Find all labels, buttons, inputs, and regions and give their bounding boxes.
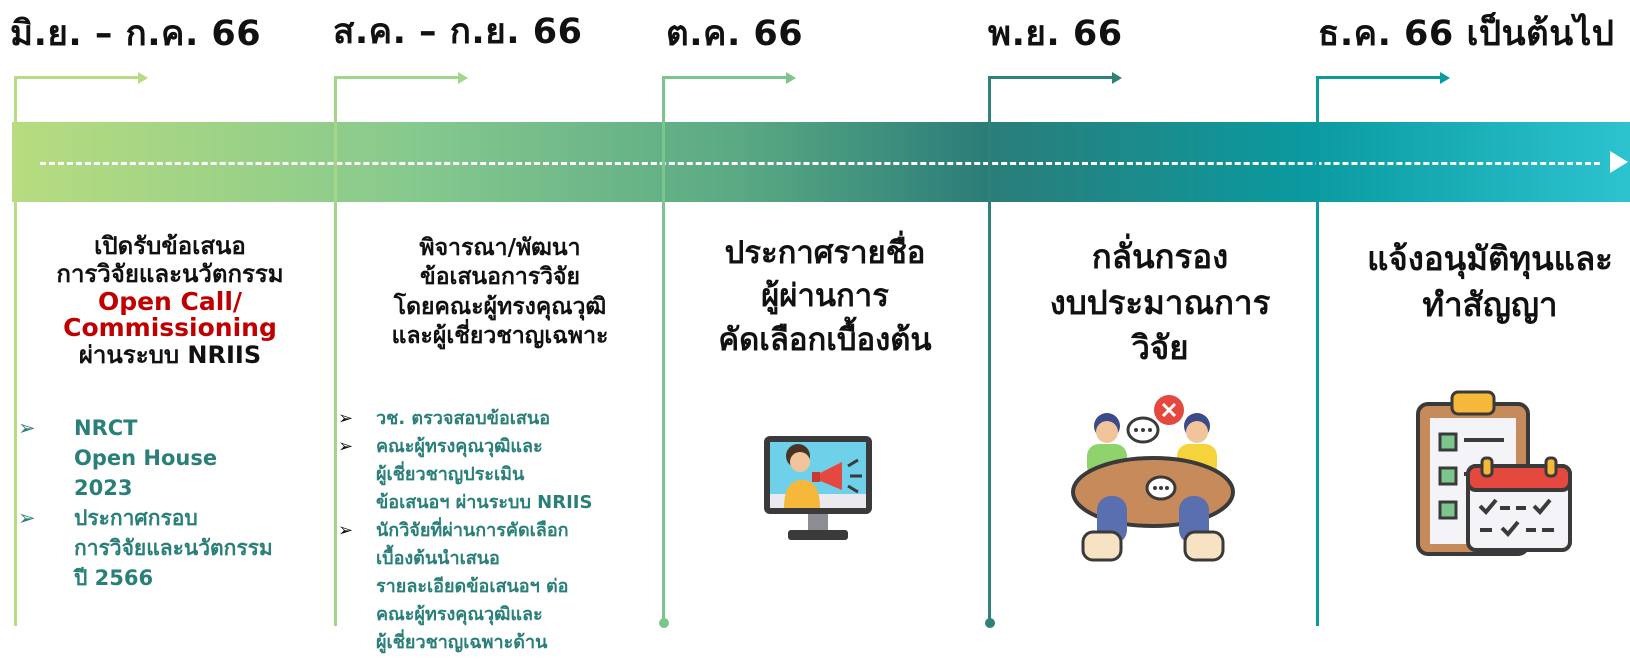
bullet-arrow-icon: ➢	[338, 436, 354, 457]
bullet-line: Open House	[74, 446, 218, 470]
bullet-arrow-icon: ➢	[338, 520, 354, 541]
phase2-arrow-icon	[458, 72, 468, 84]
phase2-title-line: และผู้เชี่ยวชาญเฉพาะ	[391, 323, 609, 350]
phase2-bracket	[334, 76, 460, 79]
phase3-connector	[662, 76, 665, 621]
announcement-monitor-icon	[758, 430, 878, 546]
list-item: ➢ คณะผู้ทรงคุณวุฒิและ ผู้เชี่ยวชาญประเมิ…	[338, 433, 658, 517]
list-item: ➢ ประกาศกรอบ การวิจัยและนวัตกรรม ปี 2566	[18, 503, 328, 593]
phase4-title-line: งบประมาณการ	[1049, 282, 1271, 322]
phase3-title-line: ประกาศรายชื่อ	[724, 235, 926, 271]
bullet-line: ผู้เชี่ยวชาญประเมิน	[376, 464, 525, 485]
phase1-highlight-line: Commissioning	[63, 312, 277, 342]
bullet-line: ประกาศกรอบ	[74, 506, 198, 530]
phase5-date: ธ.ค. 66 เป็นต้นไป	[1318, 14, 1615, 54]
phase2-connector	[334, 76, 337, 626]
phase2-date: ส.ค. – ก.ย. 66	[333, 12, 583, 52]
bullet-line: 2023	[74, 476, 133, 500]
bullet-arrow-icon: ➢	[18, 506, 36, 530]
bullet-line: NRCT	[74, 416, 138, 440]
phase3-title-line: คัดเลือกเบื้องต้น	[718, 321, 932, 358]
list-item: ➢ นักวิจัยที่ผ่านการคัดเลือก เบื้องต้นนำ…	[338, 517, 658, 657]
bullet-line: การวิจัยและนวัตกรรม	[74, 536, 273, 560]
bullet-arrow-icon: ➢	[18, 416, 36, 440]
bullet-line: เบื้องต้นนำเสนอ	[376, 548, 500, 569]
phase1-bullet-list: ➢ NRCT Open House 2023 ➢ ประกาศกรอบ การว…	[18, 413, 328, 593]
phase3-date: ต.ค. 66	[666, 14, 804, 54]
phase5-title-line: ทำสัญญา	[1422, 284, 1558, 324]
bullet-line: ปี 2566	[74, 566, 154, 590]
phase1-bracket	[14, 76, 140, 79]
phase4-arrow-icon	[1112, 72, 1122, 84]
phase4-title-line: วิจัย	[1131, 328, 1189, 368]
phase4-bracket	[988, 76, 1114, 79]
phase2-title-line: พิจารณา/พัฒนา	[419, 235, 581, 261]
phase5-arrow-icon	[1440, 72, 1450, 84]
phase1-title-line: การวิจัยและนวัตกรรม	[56, 260, 284, 289]
phase3-bracket	[662, 76, 788, 79]
phase1-date: มิ.ย. – ก.ค. 66	[10, 14, 262, 54]
phase3-title: ประกาศรายชื่อ ผู้ผ่านการ คัดเลือกเบื้องต…	[675, 232, 975, 362]
phase4-date: พ.ย. 66	[988, 14, 1123, 54]
phase1-connector	[14, 76, 17, 626]
meeting-table-icon	[1063, 392, 1243, 564]
phase5-connector	[1316, 76, 1319, 626]
phase5-title-line: แจ้งอนุมัติทุนและ	[1367, 239, 1613, 278]
phase1-highlight-line: Open Call/	[97, 286, 243, 316]
phase1-arrow-icon	[138, 72, 148, 84]
list-item: ➢ NRCT Open House 2023	[18, 413, 328, 503]
bullet-line: รายละเอียดข้อเสนอฯ ต่อ	[376, 576, 569, 597]
phase4-connector	[988, 76, 991, 621]
timeline-arrow-icon	[1610, 151, 1628, 173]
phase2-title-line: โดยคณะผู้ทรงคุณวุฒิ	[393, 293, 607, 320]
phase2-bullet-list: ➢ วช. ตรวจสอบข้อเสนอ ➢ คณะผู้ทรงคุณวุฒิแ…	[338, 405, 658, 657]
bullet-line: นักวิจัยที่ผ่านการคัดเลือก	[376, 520, 569, 541]
phase5-title: แจ้งอนุมัติทุนและ ทำสัญญา	[1340, 236, 1630, 327]
bullet-line: ผู้เชี่ยวชาญเฉพาะด้าน	[376, 632, 548, 653]
phase4-end-dot	[985, 618, 995, 628]
phase1-title: เปิดรับข้อเสนอ การวิจัยและนวัตกรรม Open …	[20, 232, 320, 369]
bullet-line: วช. ตรวจสอบข้อเสนอ	[376, 408, 551, 429]
phase3-title-line: ผู้ผ่านการ	[761, 278, 889, 315]
bullet-line: คณะผู้ทรงคุณวุฒิและ	[376, 436, 543, 457]
phase3-end-dot	[659, 618, 669, 628]
bullet-line: ข้อเสนอฯ ผ่านระบบ NRIIS	[376, 492, 593, 513]
phase2-title-line: ข้อเสนอการวิจัย	[419, 264, 581, 291]
phase4-title-line: กลั่นกรอง	[1091, 237, 1229, 276]
phase1-title-tail: ผ่านระบบ NRIIS	[78, 341, 262, 370]
timeline-dashed-line	[40, 162, 1600, 165]
bullet-line: คณะผู้ทรงคุณวุฒิและ	[376, 604, 543, 625]
phase1-title-line: เปิดรับข้อเสนอ	[94, 232, 246, 260]
phase4-title: กลั่นกรอง งบประมาณการ วิจัย	[1010, 234, 1310, 371]
clipboard-calendar-icon	[1412, 388, 1576, 578]
bullet-arrow-icon: ➢	[338, 408, 354, 429]
phase2-title: พิจารณา/พัฒนา ข้อเสนอการวิจัย โดยคณะผู้ท…	[340, 234, 660, 352]
phase3-arrow-icon	[786, 72, 796, 84]
phase5-bracket	[1316, 76, 1442, 79]
list-item: ➢ วช. ตรวจสอบข้อเสนอ	[338, 405, 658, 433]
